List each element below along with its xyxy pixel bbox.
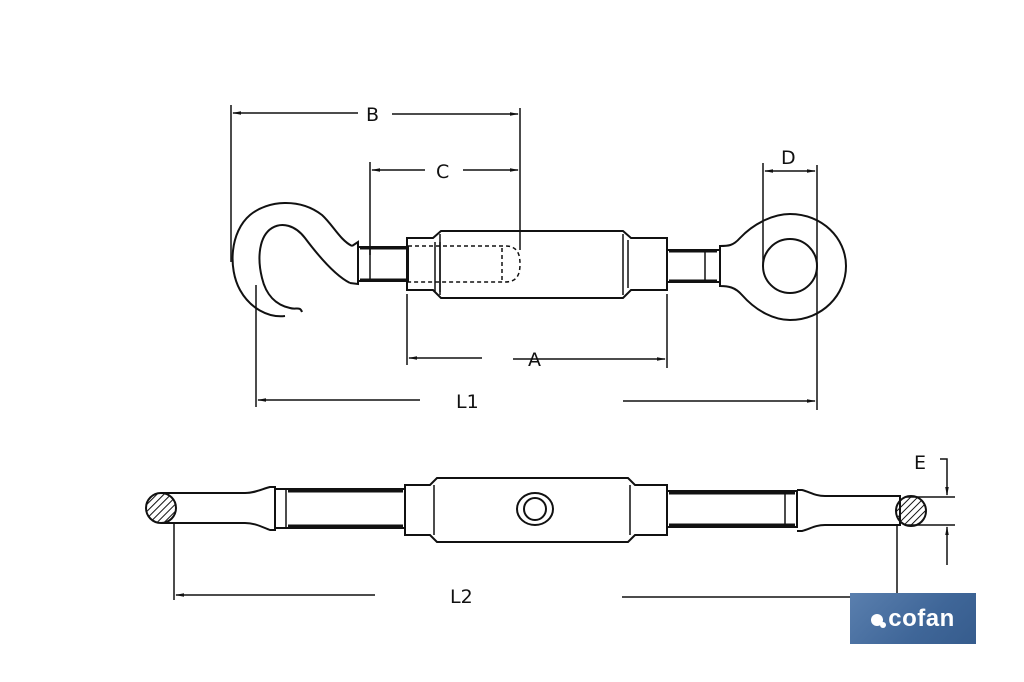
dim-label-c: C	[436, 161, 449, 183]
dim-label-a: A	[528, 349, 541, 371]
logo-dot-icon	[880, 621, 887, 628]
dim-label-e: E	[914, 452, 926, 474]
top-view	[230, 105, 848, 410]
dim-label-l1: L1	[456, 391, 479, 413]
dim-label-l2: L2	[450, 586, 473, 608]
dim-label-b: B	[366, 104, 379, 126]
cofan-logo: cofan	[850, 593, 976, 644]
dim-label-d: D	[781, 147, 796, 169]
side-view	[145, 458, 955, 600]
logo-text: cofan	[888, 604, 955, 632]
